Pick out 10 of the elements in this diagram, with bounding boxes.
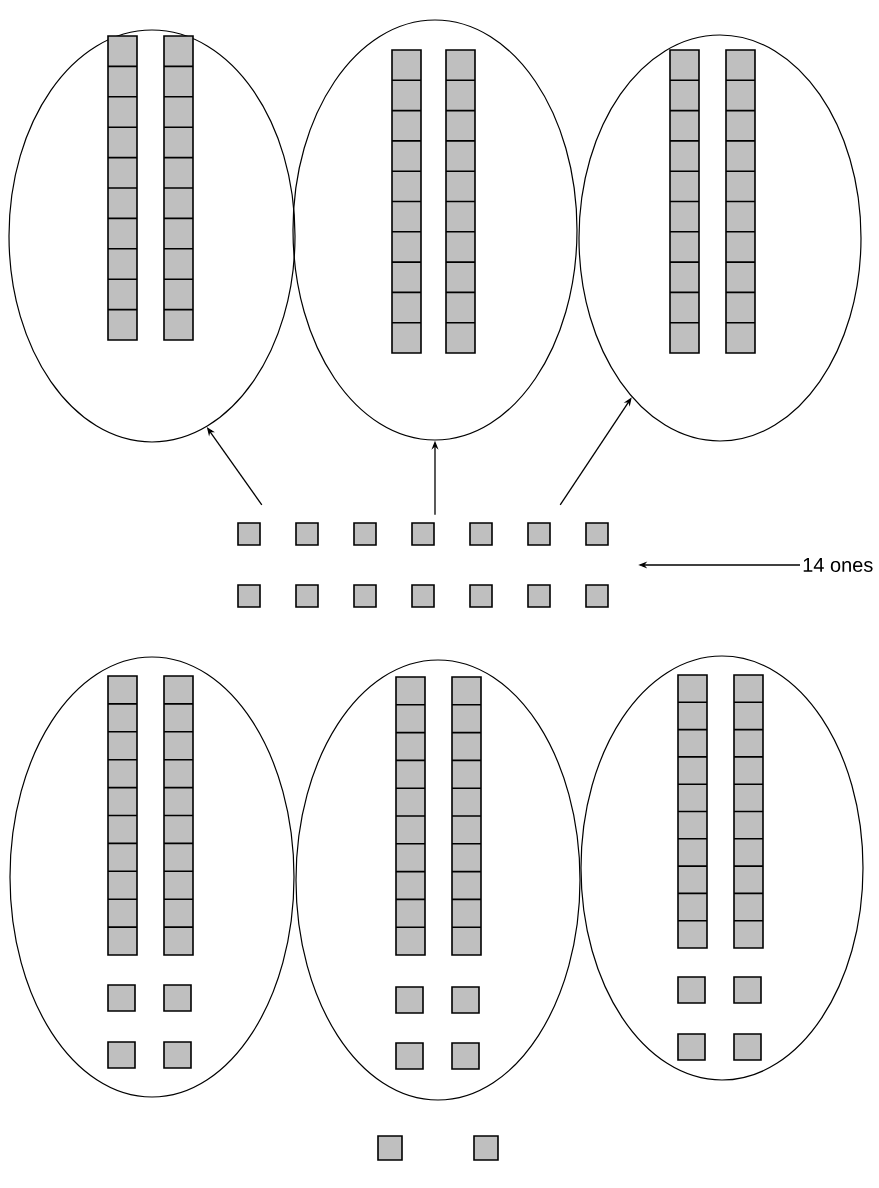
- unit-squares-drawing: [237, 522, 609, 608]
- ellipse: [578, 34, 862, 442]
- ellipse: [292, 19, 578, 441]
- ellipse: [9, 656, 295, 1098]
- ellipse: [580, 655, 864, 1081]
- ellipse: [295, 659, 581, 1101]
- ellipse: [8, 29, 296, 443]
- unit-square: [473, 1135, 499, 1161]
- unit-square: [377, 1135, 403, 1161]
- label-text: 14 ones: [803, 558, 873, 572]
